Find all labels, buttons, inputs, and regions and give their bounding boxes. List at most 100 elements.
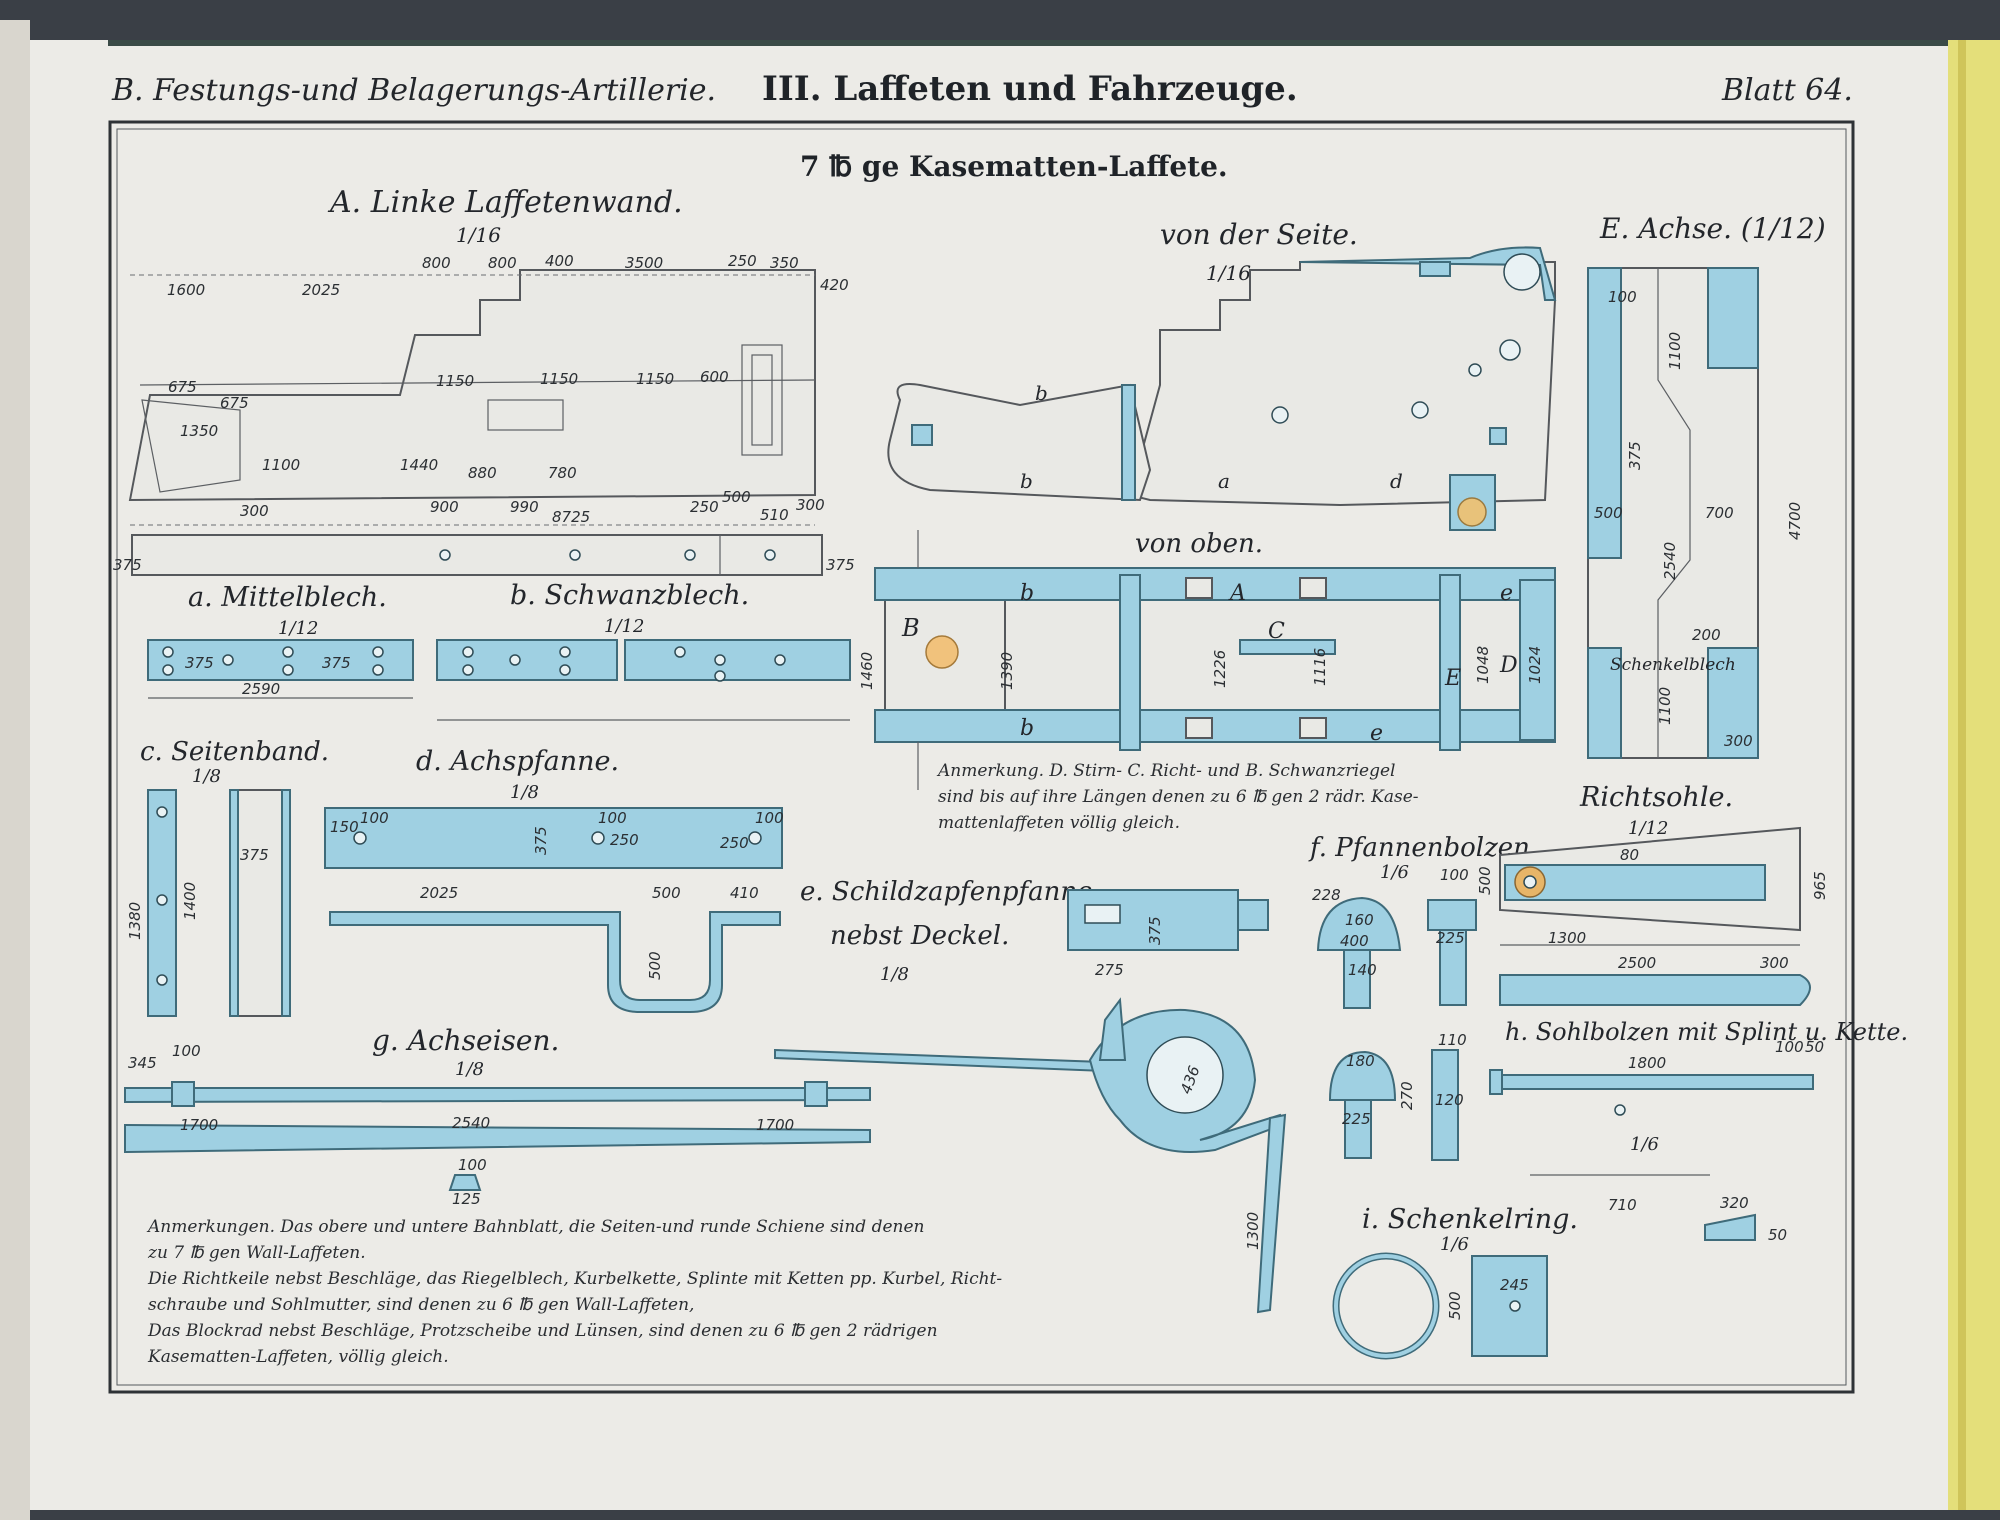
dim-A-375a: 375 xyxy=(113,556,142,574)
dim-A-1150b: 1150 xyxy=(540,370,578,388)
dim-E-1100b: 1100 xyxy=(1656,687,1674,725)
dim-c-375b: 375 xyxy=(240,846,269,864)
dim-A-800a: 800 xyxy=(422,254,451,272)
dim-A-675a: 675 xyxy=(168,378,197,396)
dim-A-300b: 300 xyxy=(796,496,825,514)
top-letter-e1: e xyxy=(1370,721,1383,746)
dim-f-225b: 225 xyxy=(1342,1110,1371,1128)
side-view-label: von der Seite. xyxy=(1160,218,1358,251)
dim-A-420: 420 xyxy=(820,276,849,294)
dim-g-125: 125 xyxy=(452,1190,481,1208)
dim-d-250a: 250 xyxy=(610,831,639,849)
side-letter-b2: b xyxy=(1020,469,1033,493)
dim-g-1700a: 1700 xyxy=(180,1116,218,1134)
dim-R-1300: 1300 xyxy=(1548,929,1586,947)
dim-top-1048: 1048 xyxy=(1474,646,1492,684)
left-page-edge xyxy=(0,20,30,1520)
dim-top-1024: 1024 xyxy=(1526,646,1544,684)
dim-a-375a: 375 xyxy=(185,654,214,672)
dim-A-1600: 1600 xyxy=(167,281,205,299)
dim-R-500: 500 xyxy=(1476,866,1494,895)
mittelblech-drawing xyxy=(147,639,414,699)
dim-d-100b: 100 xyxy=(598,809,627,827)
dim-A-1350: 1350 xyxy=(180,422,218,440)
dim-a-2590: 2590 xyxy=(242,680,280,698)
dim-f-225: 225 xyxy=(1436,929,1465,947)
cheek-wall-drawing xyxy=(128,269,823,576)
dim-R-50: 50 xyxy=(1805,1038,1824,1056)
dim-A-3500: 3500 xyxy=(625,254,663,272)
part-a-label: a. Mittelblech. xyxy=(188,582,387,613)
dim-A-8725: 8725 xyxy=(552,508,590,526)
dim-g-100b: 100 xyxy=(458,1156,487,1174)
dim-d-375: 375 xyxy=(532,826,550,855)
dim-d-100a: 100 xyxy=(360,809,389,827)
dim-E-tag-a: 100 xyxy=(1608,288,1637,306)
header-section-left: B. Festungs-und Belagerungs-Artillerie. xyxy=(111,73,716,108)
part-g-label: g. Achseisen. xyxy=(372,1024,559,1057)
dim-f-140: 140 xyxy=(1348,961,1377,979)
dim-R-100: 100 xyxy=(1775,1038,1804,1056)
dim-E-300: 300 xyxy=(1724,732,1753,750)
top-letter-b1: b xyxy=(1020,581,1034,606)
dim-c-1400: 1400 xyxy=(181,882,199,920)
dim-i-245: 245 xyxy=(1500,1276,1529,1294)
side-letter-b1: b xyxy=(1035,381,1048,405)
dim-g-100: 100 xyxy=(172,1042,201,1060)
part-b-label: b. Schwanzblech. xyxy=(510,580,749,611)
dim-top-1460: 1460 xyxy=(858,652,876,690)
schenkelring-drawing xyxy=(1332,1252,1548,1360)
achspfanne-drawing xyxy=(324,807,783,1013)
side-view-drawing xyxy=(887,246,1557,531)
dim-top-1390: 1390 xyxy=(998,652,1016,690)
achseisen-drawing xyxy=(124,1081,871,1191)
top-letter-B: B xyxy=(901,614,920,642)
dim-f-120: 120 xyxy=(1435,1091,1464,1109)
dim-R-50b: 50 xyxy=(1768,1226,1787,1244)
header-section-center: III. Laffeten und Fahrzeuge. xyxy=(762,69,1298,109)
dim-R-2500: 2500 xyxy=(1618,954,1656,972)
schwanzblech-drawing xyxy=(436,639,851,721)
part-R-scale: 1/12 xyxy=(1628,818,1668,839)
dim-d-500b: 500 xyxy=(646,951,664,980)
dim-A-675b: 675 xyxy=(220,394,249,412)
dim-A-375b: 375 xyxy=(826,556,855,574)
part-e-label: e. Schildzapfenpfanne xyxy=(800,877,1093,907)
dim-i-500: 500 xyxy=(1446,1291,1464,1320)
part-A-label: A. Linke Laffetenwand. xyxy=(327,185,683,220)
dim-d-250b: 250 xyxy=(720,834,749,852)
dim-g-2540: 2540 xyxy=(452,1114,490,1132)
dim-e-375: 375 xyxy=(1146,916,1164,945)
anmerkungen-block: Anmerkungen. Das obere und untere Bahnbl… xyxy=(146,1217,1002,1367)
side-view-scale: 1/16 xyxy=(1206,261,1251,285)
page-edge-gilt xyxy=(1948,40,2000,1510)
part-f-scale: 1/6 xyxy=(1380,862,1409,883)
top-letter-E: E xyxy=(1444,666,1461,691)
dim-E-375: 375 xyxy=(1626,441,1644,470)
part-R-label: Richtsohle. xyxy=(1579,782,1733,813)
part-E-label: E. Achse. (1/12) xyxy=(1599,212,1826,245)
anmerkung-top-line-2: sind bis auf ihre Längen denen zu 6 ℔ ge… xyxy=(938,787,1419,807)
dim-A-2025: 2025 xyxy=(302,281,340,299)
plate-frame xyxy=(108,120,1855,1394)
part-c-scale: 1/8 xyxy=(192,766,221,787)
dim-top-1226: 1226 xyxy=(1211,650,1229,688)
part-h-scale: 1/6 xyxy=(1630,1134,1659,1155)
dim-R-965: 965 xyxy=(1811,871,1829,900)
dim-A-800b: 800 xyxy=(488,254,517,272)
richtsohle-drawing xyxy=(1489,826,1814,1241)
part-e-scale: 1/8 xyxy=(880,964,909,985)
part-h-label: h. Sohlbolzen mit Splint u. Kette. xyxy=(1505,1018,1908,1046)
dim-R-320: 320 xyxy=(1720,1194,1749,1212)
plate-title: 7 ℔ ge Kasematten-Laffete. xyxy=(800,150,1228,183)
dim-g-345: 345 xyxy=(128,1054,157,1072)
dim-A-1100: 1100 xyxy=(262,456,300,474)
dim-top-1116: 1116 xyxy=(1311,648,1329,686)
dim-d-100c: 100 xyxy=(755,809,784,827)
dim-e-1300: 1300 xyxy=(1244,1212,1262,1250)
dim-f-160: 160 xyxy=(1345,911,1374,929)
dim-A-1440: 1440 xyxy=(400,456,438,474)
schenkelblech-label: Schenkelblech xyxy=(1610,655,1736,675)
dim-E-700: 700 xyxy=(1705,504,1734,522)
part-c-label: c. Seitenband. xyxy=(140,737,329,767)
